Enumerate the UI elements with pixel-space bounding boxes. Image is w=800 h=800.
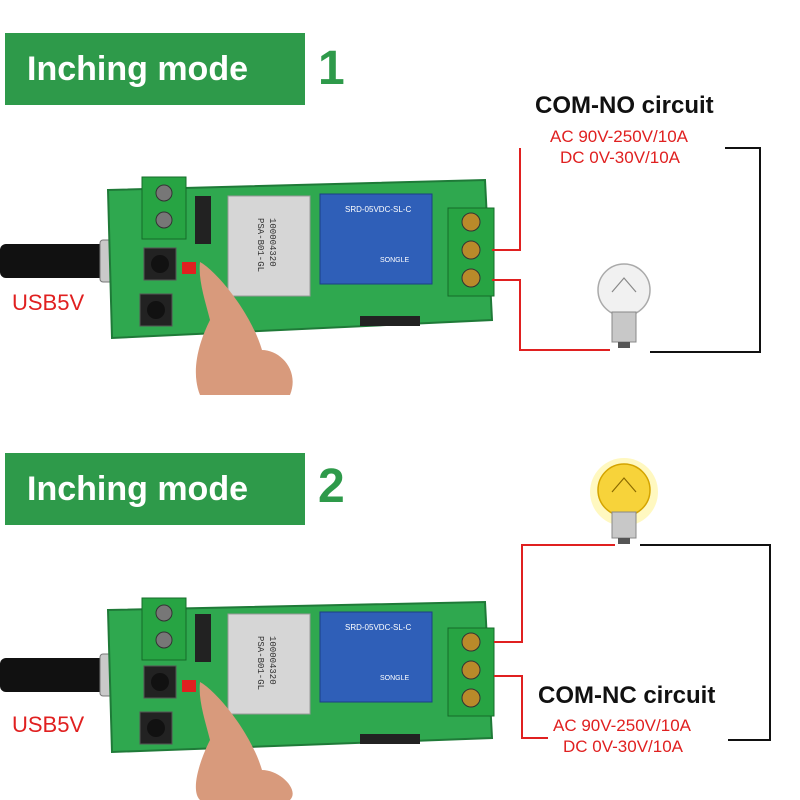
module-label-1: PSA-B01-GL xyxy=(255,218,265,272)
mode-banner-1: Inching mode xyxy=(5,33,305,105)
relay-brand: SONGLE xyxy=(380,257,410,264)
spec-ac-2: AC 90V-250V/10A xyxy=(553,716,691,735)
relay-brand: SONGLE xyxy=(380,675,410,682)
relay-label: SRD-05VDC-SL-C xyxy=(345,205,411,214)
relay xyxy=(319,193,433,285)
mode-banner-2: Inching mode xyxy=(5,453,305,525)
wire-black-1 xyxy=(650,147,761,353)
spec-ac-1: AC 90V-250V/10A xyxy=(550,127,688,146)
push-button-1 xyxy=(143,247,177,281)
module-label-1: PSA-B01-GL xyxy=(255,636,265,690)
mode-number-2: 2 xyxy=(318,460,345,513)
light-bulb-off-icon xyxy=(597,263,651,348)
usb-label-2: USB5V xyxy=(12,712,85,737)
usb-label-1: USB5V xyxy=(12,290,85,315)
mode-banner-label: Inching mode xyxy=(27,470,248,508)
led-indicator xyxy=(182,262,196,274)
circuit-title-2: COM-NC circuit xyxy=(538,682,716,709)
spec-dc-2: DC 0V-30V/10A xyxy=(563,737,684,756)
mode-banner-label: Inching mode xyxy=(27,50,248,88)
mode-number-1: 1 xyxy=(318,42,345,95)
wire-black-1 xyxy=(640,544,771,741)
wire-red-2 xyxy=(492,279,610,351)
relay-board-illustration-1: PSA-B01-GL 100004320 SRD-05VDC-SL-C SONG… xyxy=(0,147,761,395)
hand xyxy=(195,262,293,395)
wire-red-1 xyxy=(492,148,521,251)
wire-red-1 xyxy=(494,544,615,643)
wifi-module xyxy=(227,195,311,297)
spec-dc-1: DC 0V-30V/10A xyxy=(560,148,681,167)
relay-label: SRD-05VDC-SL-C xyxy=(345,623,411,632)
module-label-2: 100004320 xyxy=(267,636,277,685)
usb-cable xyxy=(0,244,112,278)
module-label-2: 100004320 xyxy=(267,218,277,267)
circuit-title-1: COM-NO circuit xyxy=(535,92,714,119)
wire-red-2 xyxy=(494,675,548,739)
hand xyxy=(195,682,293,800)
light-bulb-on-icon xyxy=(590,458,658,544)
